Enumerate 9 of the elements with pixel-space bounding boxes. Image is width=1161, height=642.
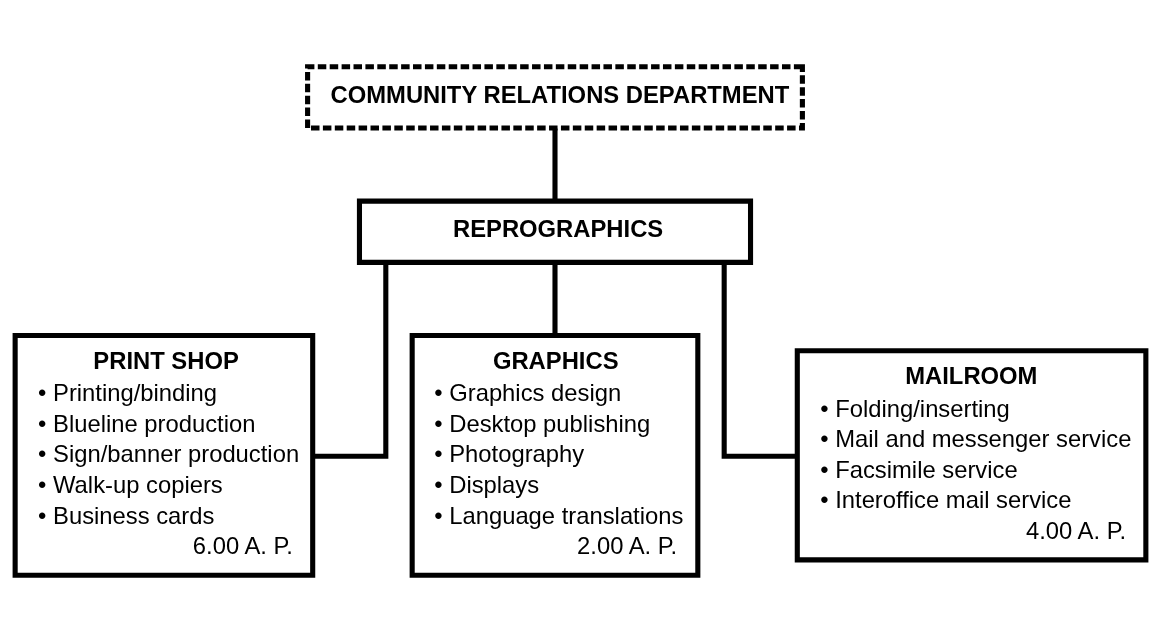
node-box: MAILROOM • Folding/inserting • Mail and messenger service • Facsimile service • Interoffice mail service 4.00 A. P. [794, 348, 1149, 563]
node-box: GRAPHICS • Graphics design • Desktop publishing • Photography • Displays • Language translations 2.00 A. P. [409, 332, 701, 578]
connector [721, 262, 798, 459]
connector [552, 128, 558, 201]
node-box: COMMUNITY RELATIONS DEPARTMENT [305, 64, 805, 131]
node-box: REPROGRAPHICS [356, 198, 754, 265]
node-box: PRINT SHOP • Printing/binding • Blueline production • Sign/banner production • Walk-up copiers • Business cards 6.00 A. P. [12, 332, 316, 578]
connector [313, 262, 389, 459]
connector [552, 262, 558, 336]
